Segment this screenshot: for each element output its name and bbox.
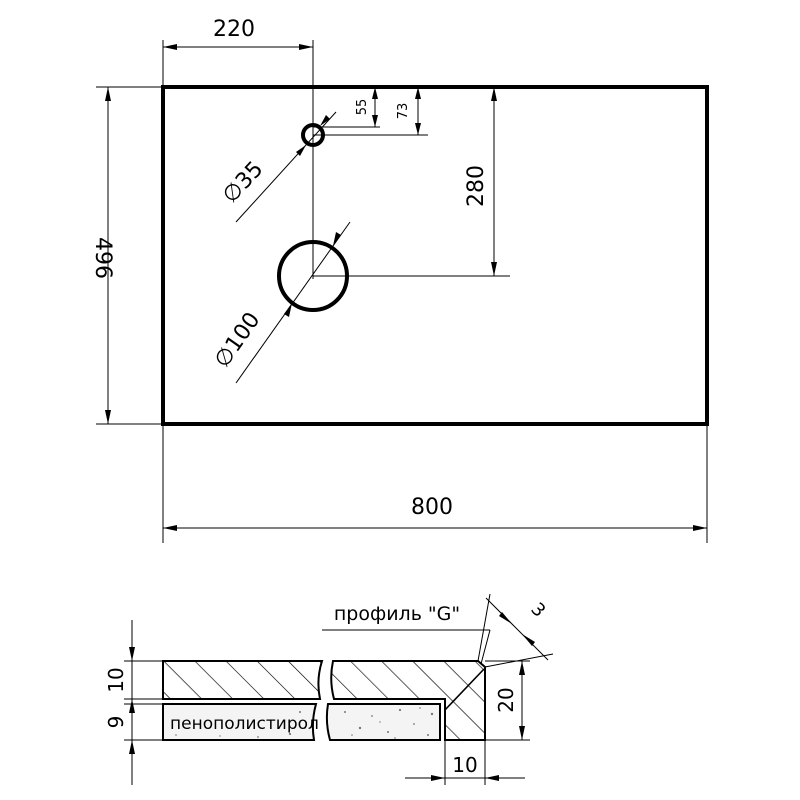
top-layer-left [162, 660, 324, 700]
section-view: пенополистирол 10 9 20 [104, 593, 554, 785]
dimension-496: 496 [90, 86, 163, 425]
small-hole [301, 123, 325, 147]
dimension-edge-height: 20 [485, 660, 530, 741]
plan-view: 220 496 800 55 [90, 17, 709, 543]
dim-top-layer-label: 10 [104, 667, 128, 692]
dim-d100-label: ∅100 [210, 308, 266, 372]
foam-speckles [175, 707, 434, 739]
profile-g-leader: профиль "G" [322, 603, 491, 665]
dim-800-label: 800 [411, 495, 453, 520]
foam-core-right [325, 703, 441, 741]
dim-edge-height-label: 20 [494, 687, 518, 712]
dim-73-label: 73 [396, 103, 411, 120]
dim-55-label: 55 [355, 99, 370, 116]
foam-core-left [162, 703, 318, 741]
dimension-layers-left: 10 9 [104, 620, 163, 785]
dimension-edge-width: 10 [405, 740, 525, 785]
dimension-280: 280 [464, 87, 497, 276]
core-material-label: пенополистирол [170, 714, 319, 734]
top-layer-right-with-edge [330, 660, 486, 741]
dim-280-label: 280 [464, 165, 489, 207]
dimension-800: 800 [162, 424, 708, 543]
edge-inner-line [444, 668, 485, 740]
dim-core-layer-label: 9 [104, 716, 128, 729]
dim-edge-width-label: 10 [452, 753, 477, 777]
dim-chamfer-label: 3 [526, 599, 549, 622]
dimension-220: 220 [162, 17, 313, 87]
dim-d35-label: ∅35 [218, 157, 268, 209]
dim-220-label: 220 [213, 17, 255, 42]
profile-g-label: профиль "G" [334, 603, 460, 625]
dim-496-label: 496 [90, 237, 115, 279]
dimension-73: 73 [396, 87, 421, 135]
large-hole [277, 240, 349, 312]
dimension-55: 55 [355, 87, 378, 127]
countertop-outline [161, 85, 709, 426]
